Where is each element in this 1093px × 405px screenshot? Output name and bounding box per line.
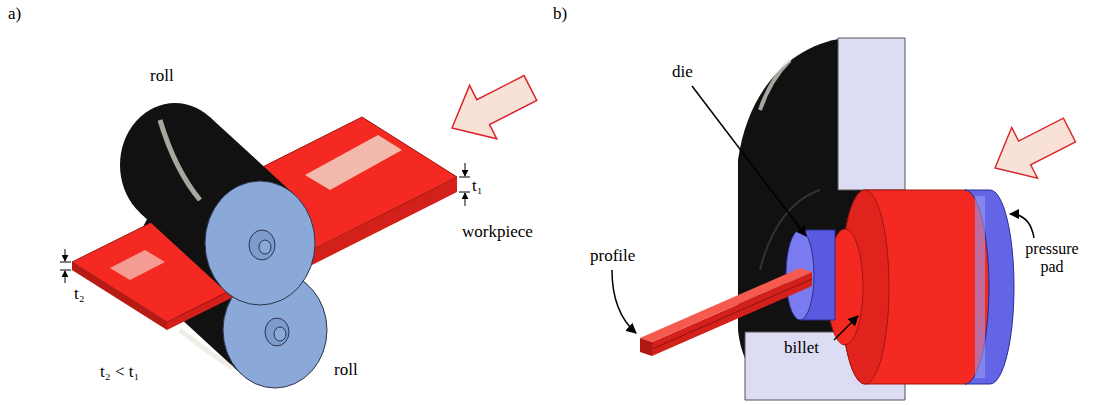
dimension-arrow (465, 163, 466, 176)
leader-line (612, 270, 636, 333)
part-label: workpiece (462, 222, 533, 242)
arrow-shape (982, 105, 1082, 194)
dimension-label: t₁ (472, 176, 483, 196)
tick (459, 192, 470, 193)
tick (459, 177, 470, 178)
leader-lines (612, 86, 1034, 340)
highlight (160, 120, 200, 200)
roll-hub (249, 230, 275, 260)
feed-arrow (438, 61, 544, 154)
roll-hub (259, 240, 271, 254)
container-shell (738, 38, 905, 400)
pad-body (965, 190, 1014, 384)
dimension-label: t₂ < t₁ (100, 362, 139, 382)
part-label: profile (590, 246, 635, 266)
panel-label: b) (553, 4, 567, 24)
panel-label: a) (8, 4, 21, 24)
roll-hub (274, 327, 286, 341)
dimension-label: t₂ (74, 284, 85, 304)
leader-line (1010, 214, 1034, 238)
part-label: die (672, 62, 693, 82)
part-label: roll (334, 360, 358, 380)
arrow-shape (438, 61, 544, 154)
part-label: pressure pad (1020, 240, 1084, 277)
profile-top (640, 268, 812, 342)
highlight (305, 135, 402, 190)
cut-face (838, 38, 905, 190)
part-label: roll (150, 66, 174, 86)
profile-end (640, 338, 652, 356)
top-roll (120, 103, 315, 305)
dimension-arrow (465, 193, 466, 206)
feed-arrow (982, 105, 1082, 194)
leader-line (692, 86, 806, 236)
roll-face (205, 181, 315, 305)
thickness-marker (459, 163, 470, 206)
dimension-arrow (65, 271, 66, 283)
dimension-arrow (65, 249, 66, 261)
roll-hub (265, 318, 289, 346)
billet-shape (827, 190, 989, 384)
highlight (760, 60, 790, 110)
container (738, 38, 905, 400)
tick (60, 262, 71, 263)
pressure-pad-shape (965, 190, 1014, 384)
thickness-marker (60, 249, 71, 283)
tick (60, 270, 71, 271)
part-label: billet (784, 338, 819, 358)
leader-line (834, 316, 858, 340)
highlight (975, 196, 985, 378)
highlight (110, 250, 165, 280)
